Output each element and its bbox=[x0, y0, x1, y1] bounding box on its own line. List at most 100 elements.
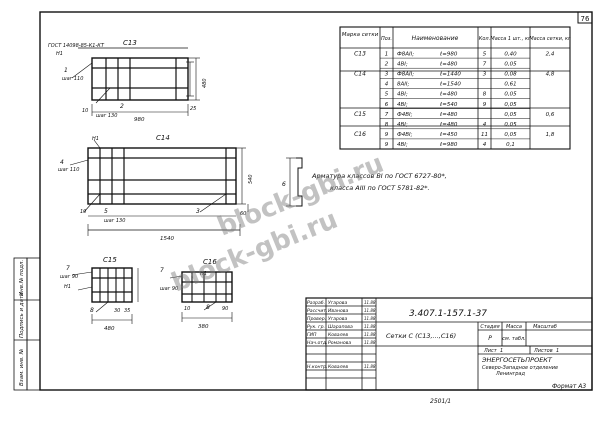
spec-row-length: ℓ=980 bbox=[439, 142, 458, 148]
spec-header-name: Наименование bbox=[412, 35, 459, 42]
c14-n1: Н1 bbox=[92, 136, 99, 142]
c15-dim-b: 35 bbox=[124, 308, 130, 314]
spec-row-qty: 5 bbox=[483, 51, 487, 57]
role-date: 11.88 bbox=[364, 324, 376, 329]
org-city: Ленинград bbox=[495, 371, 525, 377]
side-stamp bbox=[13, 257, 41, 391]
c16-title: С16 bbox=[203, 258, 217, 266]
c16-dim-step: шаг 90 bbox=[160, 286, 178, 292]
doc-title: Сетки С (С13,...,С16) bbox=[386, 332, 456, 340]
side-stamp-label-1: Инв.№ подл. bbox=[19, 260, 25, 296]
spec-row-length: ℓ=480 bbox=[439, 92, 458, 98]
spec-row-pos: 9 bbox=[385, 142, 389, 148]
bottom-number: 2501/1 bbox=[430, 398, 451, 405]
note-1: Арматура классов ВI по ГОСТ 6727-80*, bbox=[311, 172, 447, 180]
spec-row-mass: 0,1 bbox=[506, 142, 515, 148]
sheet-number: 76 bbox=[581, 15, 590, 23]
role-title: ГИП bbox=[307, 332, 317, 338]
c16-dim-b: 90 bbox=[222, 306, 228, 312]
spec-row-mass: 0,05 bbox=[504, 92, 517, 98]
spec-row-qty: 8 bbox=[483, 92, 487, 98]
scale-label: Масштаб bbox=[533, 324, 557, 330]
spec-row-total: 4,8 bbox=[546, 71, 555, 77]
spec-row-total: 0,6 bbox=[546, 112, 555, 118]
sheet-number-box: 76 bbox=[577, 11, 593, 24]
c13-title: С13 bbox=[123, 39, 137, 47]
c14-title: С14 bbox=[156, 134, 170, 142]
spec-row-mass: 0,05 bbox=[504, 112, 517, 118]
role-title: Нач.отд. bbox=[307, 340, 328, 346]
spec-row-name: Ф8АII; bbox=[397, 71, 414, 77]
spec-row-name: 4ВI; bbox=[397, 61, 408, 67]
c16-dim-length: 380 bbox=[198, 324, 209, 330]
spec-row-pos: 3 bbox=[385, 71, 389, 77]
spec-row-mark: С14 bbox=[354, 70, 366, 77]
c13-dim-end: 10 bbox=[82, 108, 88, 114]
c15-dim-length: 480 bbox=[104, 326, 115, 332]
spec-header-row: Марка сетки Поз. Наименование Кол. Масса… bbox=[342, 32, 571, 42]
side-stamp-label-3: Взам. инв. № bbox=[19, 348, 25, 386]
spec-row-pos: 5 bbox=[385, 92, 389, 98]
spec-row-pos: 4 bbox=[385, 82, 389, 88]
sheets-label: Листов bbox=[533, 348, 553, 354]
sheet-value: 1 bbox=[500, 348, 503, 354]
c14-pos-5: 5 bbox=[104, 208, 108, 215]
spec-row-length: ℓ=480 bbox=[439, 122, 458, 128]
format-label: Формат А3 bbox=[552, 383, 586, 390]
spec-row-qty: 11 bbox=[481, 132, 488, 138]
drawing-c15 bbox=[71, 267, 139, 324]
sheet-label: Лист bbox=[483, 348, 498, 354]
spec-row-length: ℓ=540 bbox=[439, 102, 458, 108]
spec-row-length: ℓ=450 bbox=[439, 132, 458, 138]
c15-dim-step: шаг 90 bbox=[60, 274, 78, 280]
spec-row-name: 4ВI; bbox=[397, 142, 408, 148]
note-2: класса АIII по ГОСТ 5781-82*. bbox=[330, 184, 430, 192]
spec-header-qty: Кол. bbox=[479, 36, 490, 42]
c15-pos-7: 7 bbox=[66, 265, 70, 272]
spec-row-name: 8АII; bbox=[397, 82, 410, 88]
c14-dim-length: 1540 bbox=[160, 236, 174, 242]
c14-dim-end: 10 bbox=[80, 209, 86, 215]
spec-row-total: 1,8 bbox=[546, 132, 555, 138]
spec-row-qty: 3 bbox=[483, 71, 487, 77]
c16-pos-7: 7 bbox=[160, 267, 164, 274]
spec-row-name: 4ВI; bbox=[397, 92, 408, 98]
spec-row-pos: 9 bbox=[385, 132, 389, 138]
specification-table bbox=[339, 26, 571, 150]
c14-dim-step-2: шаг 130 bbox=[104, 218, 125, 224]
c14-pos-3: 3 bbox=[196, 208, 200, 215]
spec-row-total: 2,4 bbox=[546, 51, 555, 57]
gost-note: ГОСТ 14098-85-К1-КТ bbox=[48, 43, 105, 49]
role-name: Угарова bbox=[328, 300, 347, 306]
role-title: Рассчит. bbox=[307, 308, 327, 314]
spec-row-pos: 7 bbox=[385, 112, 389, 118]
role-title: Н.контр. bbox=[307, 364, 328, 370]
n1-label: Н1 bbox=[56, 51, 63, 57]
drawing-c16 bbox=[169, 271, 233, 322]
spec-header-mass-one: Масса 1 шт., кг bbox=[490, 36, 531, 42]
c13-pos-1: 1 bbox=[64, 67, 68, 74]
role-title: Разраб. bbox=[307, 300, 325, 306]
drawing-c14 bbox=[69, 139, 303, 236]
spec-row-qty: 4 bbox=[483, 122, 487, 128]
c13-pos-2: 2 bbox=[120, 103, 124, 110]
c13-dim-step-2: шаг 130 bbox=[96, 113, 117, 119]
spec-row-pos: 6 bbox=[385, 102, 389, 108]
c13-dim-length: 980 bbox=[134, 117, 145, 123]
spec-row-mass: 0,05 bbox=[504, 132, 517, 138]
role-date: 11.88 bbox=[364, 308, 376, 313]
role-name: Угарова bbox=[328, 316, 347, 322]
role-name: Ковалев bbox=[328, 332, 348, 338]
spec-row-mass: 0,05 bbox=[504, 122, 517, 128]
spec-header-mass-mesh: Масса сетки, кг bbox=[529, 36, 571, 42]
c14-pos-6: 6 bbox=[282, 181, 286, 188]
spec-header-mark: Марка сетки bbox=[342, 32, 379, 38]
c13-dim-step: шаг 110 bbox=[62, 76, 83, 82]
spec-row-mass: 0,40 bbox=[504, 51, 517, 57]
c15-title: С15 bbox=[103, 256, 117, 264]
c14-pos-4: 4 bbox=[60, 159, 64, 166]
role-date: 11.88 bbox=[364, 332, 376, 337]
